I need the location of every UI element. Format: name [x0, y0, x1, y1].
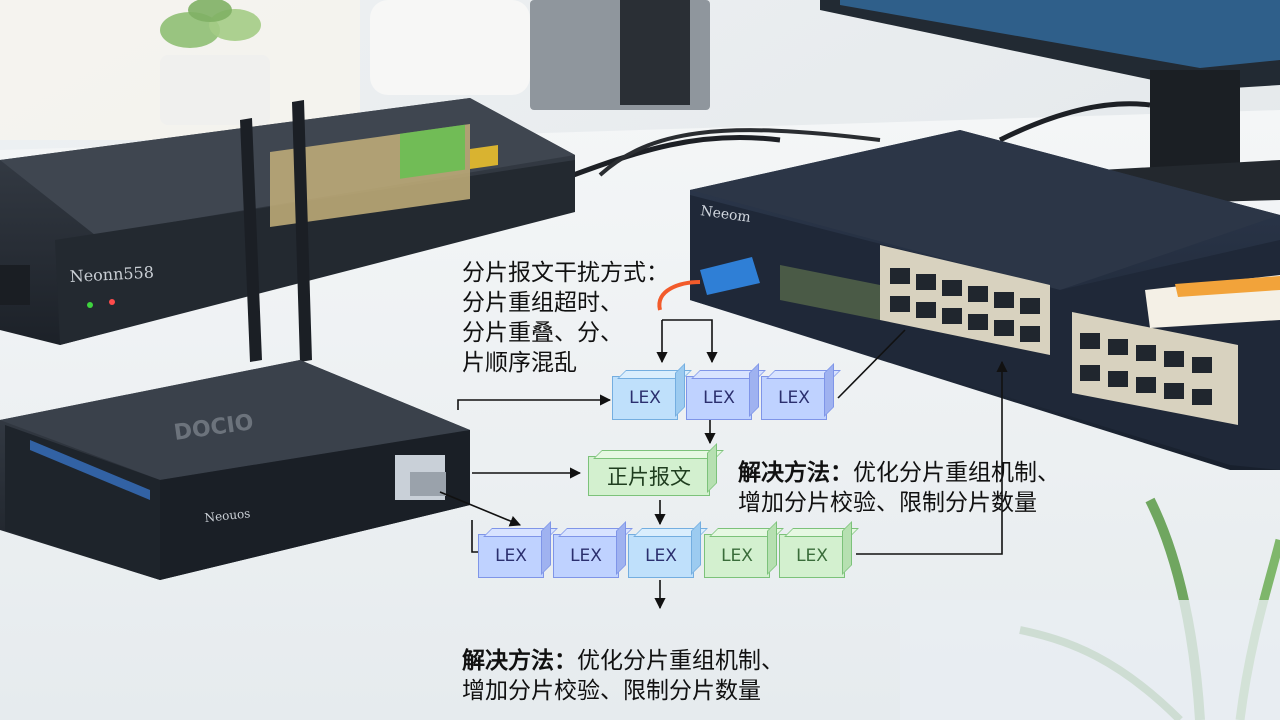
cable-black-1 — [559, 134, 781, 183]
status-leds-green — [400, 124, 465, 179]
switch-right-port-holes — [890, 268, 1212, 405]
antenna-1 — [240, 118, 262, 362]
arrow-bottom-to-switch — [856, 360, 1008, 555]
solution-right-label: 解决方法： — [738, 460, 853, 486]
cable-blue-plug — [700, 257, 760, 295]
solution-right-text: 优化分片重组机制、 增加分片校验、限制分片数量 — [738, 460, 1060, 516]
cable-black-2 — [598, 128, 881, 177]
vent-left — [0, 265, 30, 305]
cable-black-3 — [998, 101, 1151, 143]
pc-front — [620, 0, 690, 105]
fragment-bottom-2: LEX — [553, 534, 619, 578]
interference-label: 分片报文干扰方式： 分片重组超时、 分片重叠、分、 片顺序混乱 — [462, 260, 669, 376]
router — [0, 100, 470, 580]
plant-left — [160, 0, 270, 125]
fragment-bottom-4: LEX — [704, 534, 770, 578]
monitor — [820, 0, 1280, 205]
sticker-orange-stripe — [1175, 276, 1280, 297]
arrow-router-to-bottom-1 — [439, 491, 522, 527]
router-brand: Neouos — [204, 506, 251, 525]
cable-orange — [657, 280, 701, 311]
fragment-bottom-5: LEX — [779, 534, 845, 578]
switch-left-brand: Neonn558 — [69, 263, 154, 286]
antenna-2 — [292, 100, 312, 362]
solution-bottom-label: 解决方法： — [462, 648, 577, 674]
solution-bottom: 解决方法：优化分片重组机制、 增加分片校验、限制分片数量 — [462, 616, 784, 706]
vase — [370, 0, 530, 95]
switch-right-sfp — [780, 265, 880, 320]
arrow-router-to-top — [457, 394, 612, 410]
fragment-bottom-1: LEX — [478, 534, 544, 578]
switch-right-brand: Neeom — [699, 203, 751, 226]
fragment-bottom-3: LEX — [628, 534, 694, 578]
fragment-top-1: LEX — [612, 376, 678, 420]
solution-bottom-text: 优化分片重组机制、 增加分片校验、限制分片数量 — [462, 648, 784, 704]
solution-right: 解决方法：优化分片重组机制、 增加分片校验、限制分片数量 — [738, 428, 1060, 518]
fragment-top-2: LEX — [686, 376, 752, 420]
line-top-to-switch — [837, 329, 906, 399]
paper-blur — [900, 600, 1280, 720]
normal-packet: 正片报文 — [588, 456, 710, 496]
switch-left — [0, 98, 575, 345]
fragment-top-3: LEX — [761, 376, 827, 420]
arrow-interference-2 — [662, 319, 718, 364]
sfp-port — [470, 145, 498, 169]
